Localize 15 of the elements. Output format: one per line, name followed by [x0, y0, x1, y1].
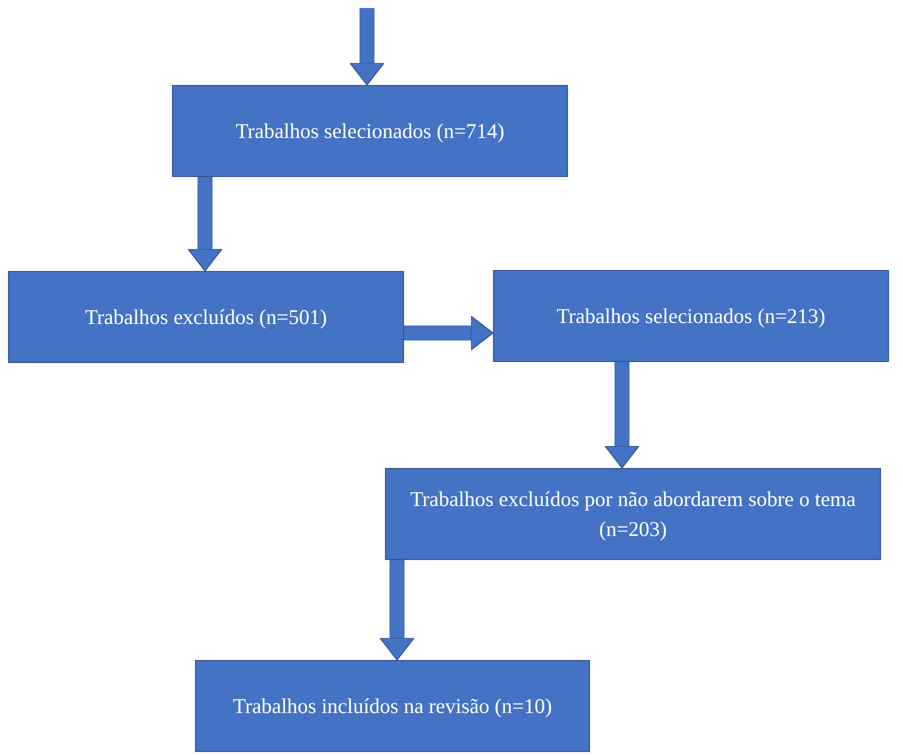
box-label: Trabalhos excluídos (n=501) — [84, 304, 328, 331]
block-arrow — [380, 560, 414, 660]
process-box — [172, 85, 568, 177]
box-label: Trabalhos incluídos na revisão (n=10) — [232, 692, 552, 720]
process-box — [8, 271, 404, 363]
box-label: Trabalhos selecionados (n=714) — [236, 118, 504, 145]
block-arrow — [350, 8, 384, 86]
process-box — [385, 468, 881, 560]
block-arrow — [604, 362, 640, 468]
box-label: Trabalhos selecionados (n=213) — [556, 302, 826, 330]
block-arrow — [404, 316, 494, 350]
process-box — [493, 270, 889, 362]
box-label: Trabalhos excluídos por não abordarem sobre o tema (n=203) — [410, 486, 856, 543]
process-box — [195, 660, 590, 752]
block-arrow — [188, 177, 222, 272]
